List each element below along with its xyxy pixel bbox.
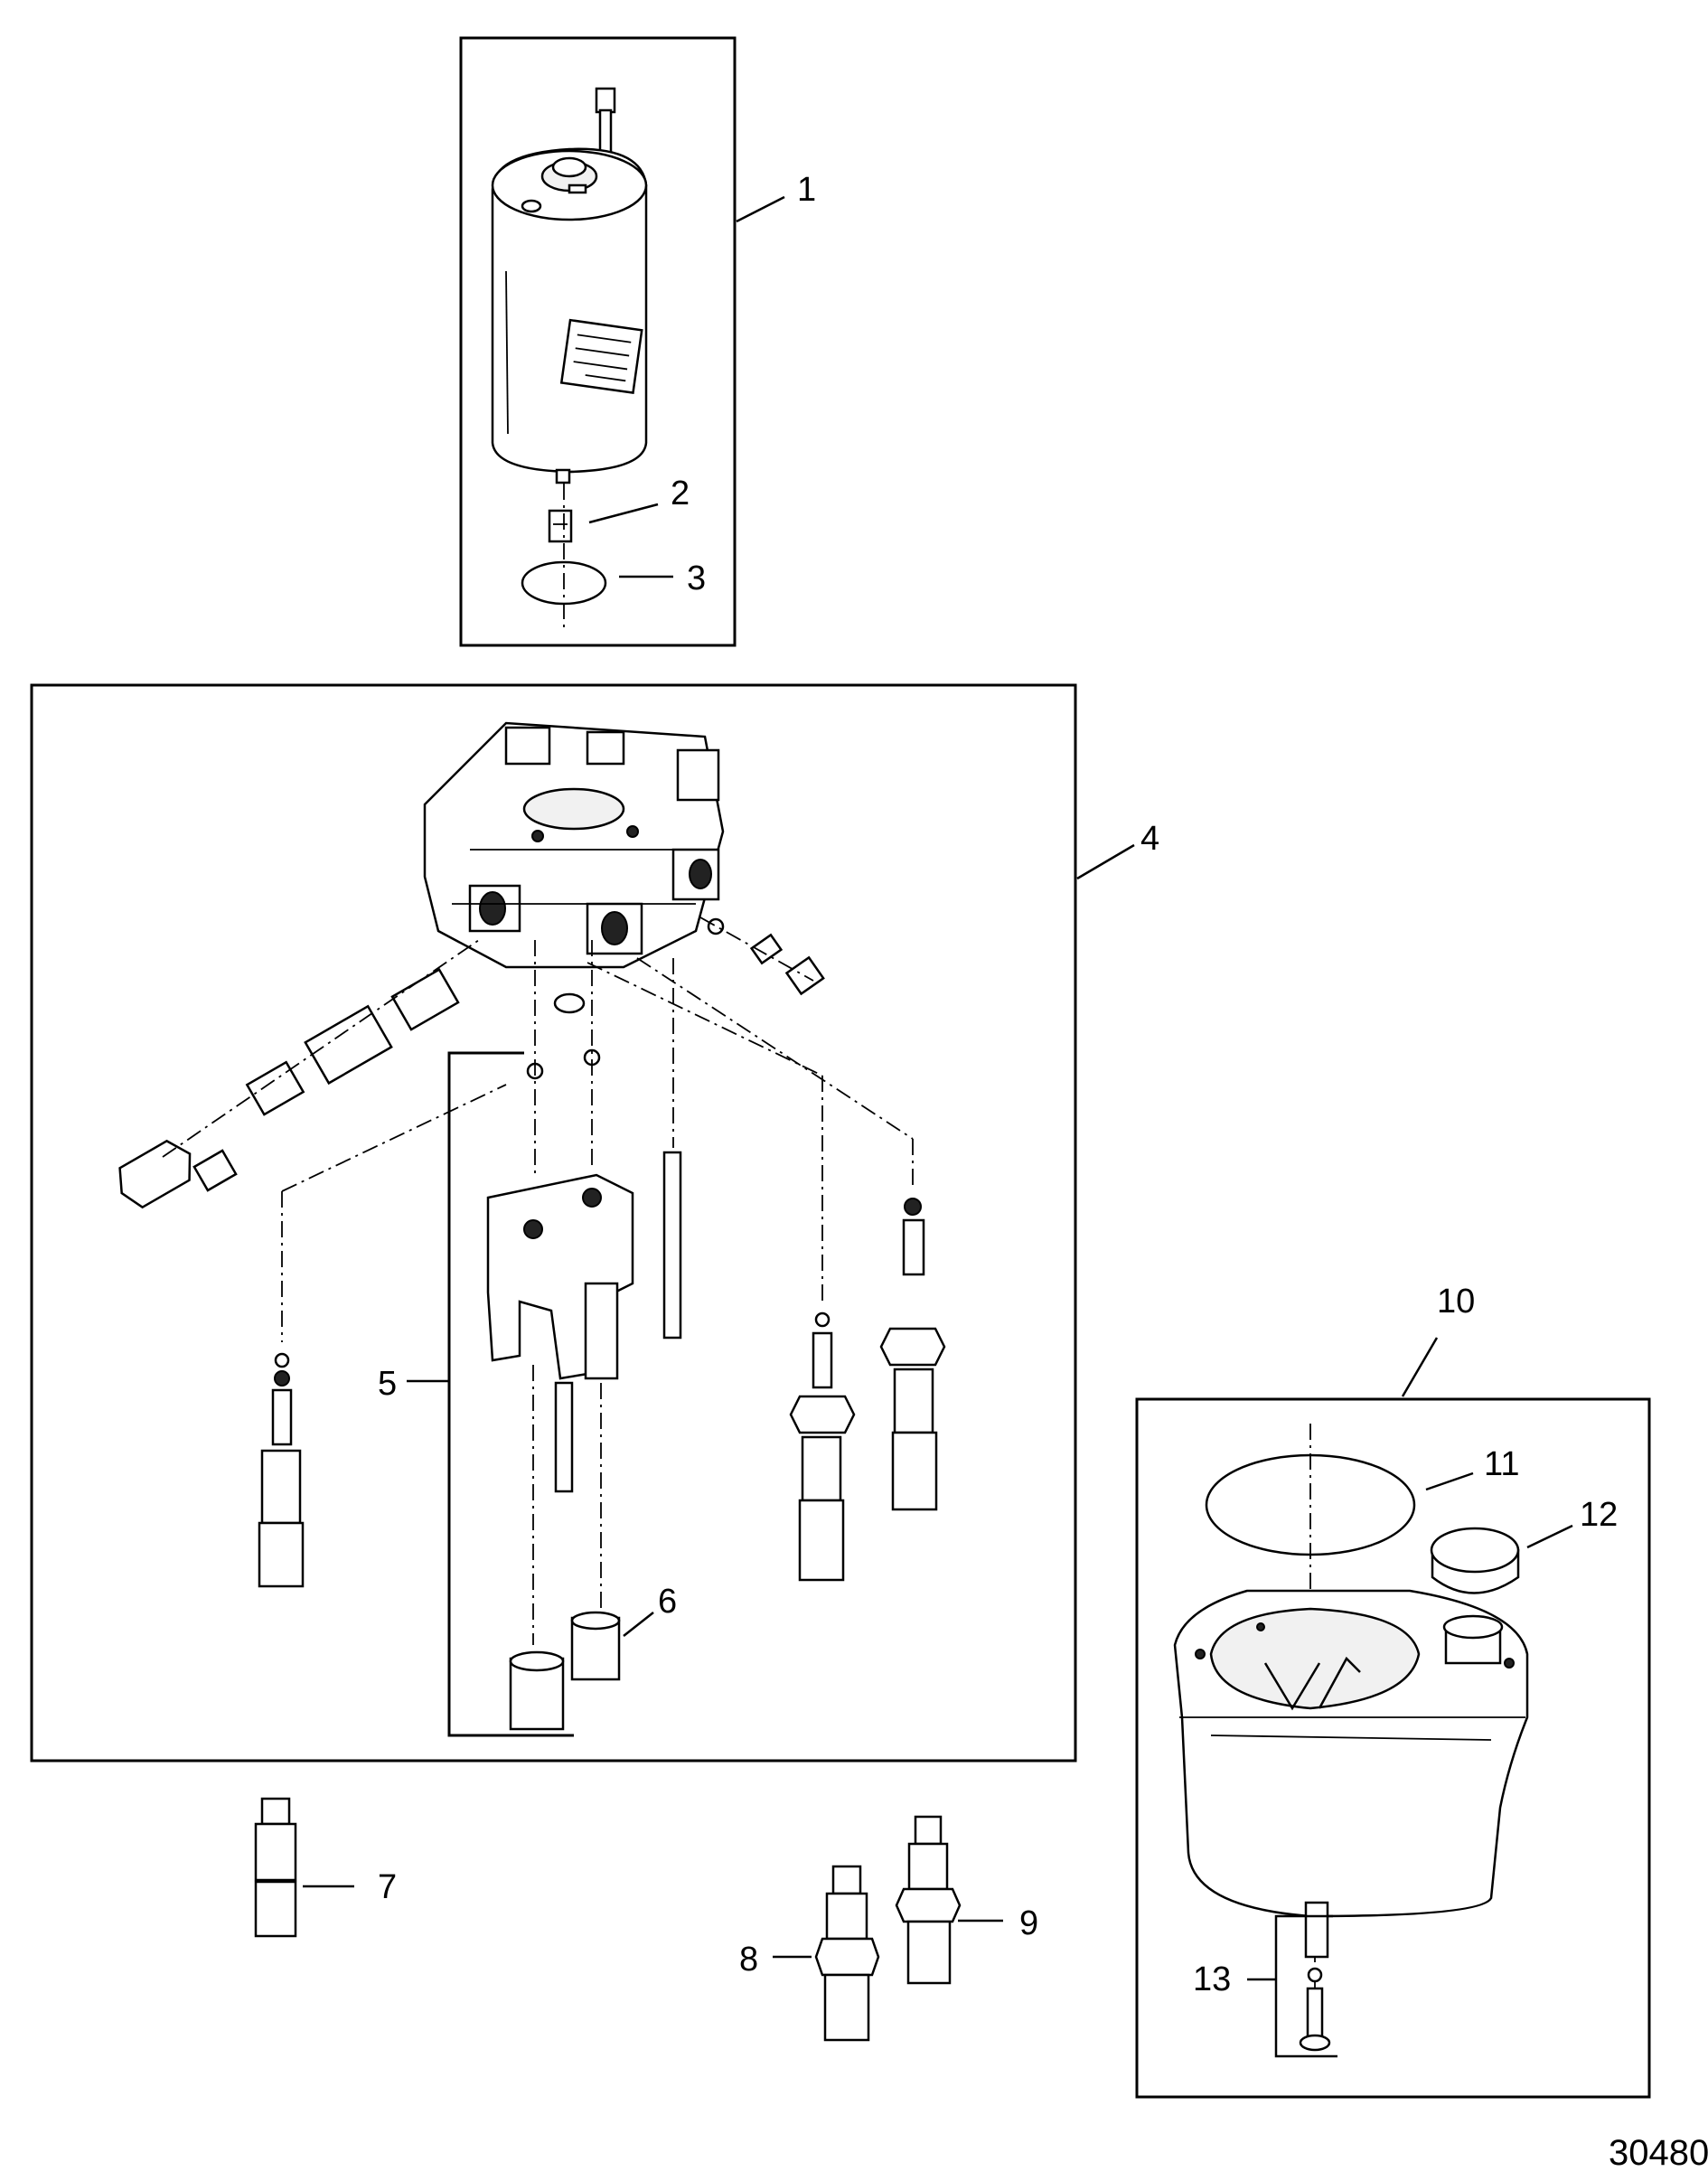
callout-5: 5 <box>378 1365 397 1403</box>
fitting-9 <box>895 1815 1003 1985</box>
callout-3: 3 <box>687 559 706 597</box>
left-valve-assembly <box>118 939 480 1209</box>
callout-labels: 1 2 3 4 5 6 7 8 9 10 11 12 13 <box>378 171 1618 1998</box>
callout-11: 11 <box>1484 1445 1519 1483</box>
pump-manifold <box>423 721 725 969</box>
callout-12: 12 <box>1580 1496 1618 1534</box>
callout-10: 10 <box>1437 1283 1475 1321</box>
callout-6: 6 <box>658 1583 677 1621</box>
callout-8: 8 <box>739 1941 758 1979</box>
figure-number: 30480 <box>1609 2133 1708 2173</box>
reservoir-group <box>1135 1337 1651 2099</box>
callout-13: 13 <box>1193 1960 1231 1998</box>
motor <box>491 147 648 484</box>
reservoir-drain-plug <box>1299 1901 1331 2052</box>
reservoir-cap <box>1430 1527 1520 1594</box>
left-relief-valve <box>258 1084 507 1588</box>
valve-sleeves <box>509 1611 621 1731</box>
right-plug <box>699 917 825 996</box>
callout-9: 9 <box>1019 1904 1038 1942</box>
callout-4: 4 <box>1140 820 1159 858</box>
callout-7: 7 <box>378 1868 397 1906</box>
center-relief-valve <box>587 962 856 1582</box>
fitting-7 <box>254 1797 354 1938</box>
callout-1: 1 <box>797 171 816 209</box>
pump-group-frame <box>30 683 1077 1763</box>
pump-rod <box>662 958 682 1340</box>
motor-group <box>459 36 785 647</box>
reservoir-group-frame <box>1135 1397 1651 2099</box>
right-relief-valve <box>636 957 946 1511</box>
pump-group <box>30 683 1135 1763</box>
motor-group-frame <box>459 36 737 647</box>
valve-body <box>486 940 634 1645</box>
shaft-coupler <box>548 509 573 543</box>
callout-2: 2 <box>671 475 690 512</box>
valve-body-frame <box>447 1051 574 1737</box>
fitting-8 <box>773 1865 880 2042</box>
reservoir-body <box>1173 1589 1529 1918</box>
